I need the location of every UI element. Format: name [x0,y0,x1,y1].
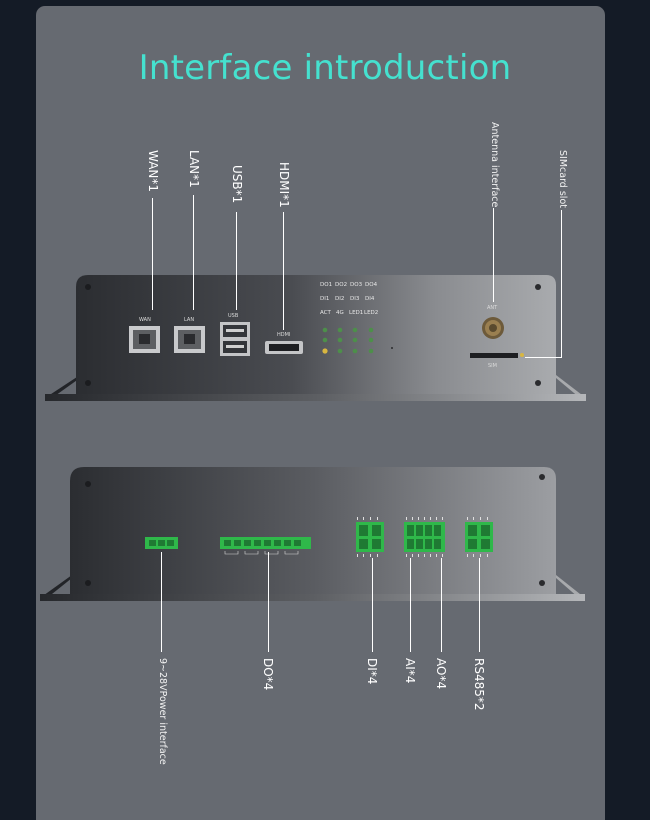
sim-slot [470,353,524,358]
usb-callout-label: USB*1 [230,165,244,204]
front-device [45,275,586,401]
power-callout-line [161,552,162,652]
lan-callout-line [193,195,194,310]
wan-callout-label: WAN*1 [146,150,160,193]
led-label-act: ACT [320,310,331,316]
usb-port-label: USB [228,313,239,319]
content-panel [36,6,605,820]
antenna-callout-line [493,208,494,302]
hdmi-callout-line [283,212,284,330]
di-callout-label: DI*4 [365,658,379,685]
led-label-do2: DO2 [335,282,348,288]
rs485-terminal [465,522,493,552]
wan-port [129,326,160,353]
led-label-di1: DI1 [320,296,330,302]
di-callout-line [372,558,373,652]
back-device [40,467,585,601]
simcard-callout-line [561,210,562,358]
hdmi-port [265,341,303,354]
led-label-di2: DI2 [335,296,345,302]
led-label-led1: LED1 [349,310,364,316]
lan-callout-label: LAN*1 [187,150,201,188]
rs485-callout-line [479,558,480,652]
power-callout-label: 9~28VPower interface [157,658,168,765]
hdmi-port-label: HDMI [277,332,291,338]
ao-callout-line [441,558,442,652]
ai-callout-line [410,558,411,652]
led-indicators [322,327,393,354]
do-terminal [220,537,311,555]
antenna-connector [482,317,504,339]
led-label-di3: DI3 [350,296,360,302]
led-label-do4: DO4 [365,282,378,288]
ai-callout-label: AI*4 [403,658,417,684]
ant-label: ANT [487,305,498,311]
sim-label: SIM [488,363,497,369]
di-terminal [356,522,384,552]
do-callout-line [268,552,269,652]
wan-port-label: WAN [139,317,151,323]
do-callout-label: DO*4 [261,658,275,691]
lan-port [174,326,205,353]
simcard-callout-elbow [525,357,562,358]
led-label-do3: DO3 [350,282,363,288]
page-title: Interface introduction [138,48,512,88]
wan-callout-line [152,198,153,310]
antenna-callout-label: Antenna interface [489,122,500,208]
terminal-silkscreen [357,517,488,557]
led-label-di4: DI4 [365,296,375,302]
simcard-callout-label: SIMcard slot [557,150,568,208]
power-terminal [145,537,178,549]
rs485-callout-label: RS485*2 [472,658,486,711]
led-label-led2: LED2 [364,310,379,316]
led-label-4g: 4G [336,310,344,316]
usb-port [220,322,250,356]
ao-callout-label: AO*4 [434,658,448,690]
hdmi-callout-label: HDMI*1 [277,162,291,208]
ai-ao-terminal [404,522,445,552]
led-label-do1: DO1 [320,282,333,288]
usb-callout-line [236,212,237,310]
lan-port-label: LAN [184,317,195,323]
